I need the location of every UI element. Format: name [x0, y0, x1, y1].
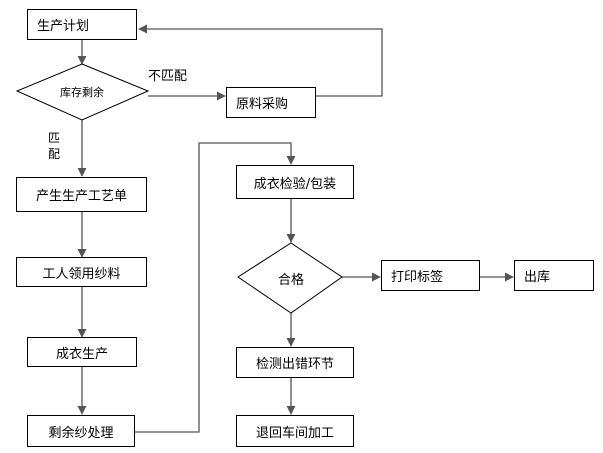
- node-production-plan: 生产计划: [27, 9, 137, 40]
- edge-label-match-bottom: 配: [48, 147, 61, 161]
- inventory-decision-diamond: [15, 63, 150, 121]
- arrow-leftover-to-inspection: [135, 142, 296, 433]
- node-leftover-yarn-handling: 剩余纱处理: [27, 415, 135, 447]
- edge-label-mismatch: 不匹配: [148, 69, 188, 84]
- node-worker-receive-yarn: 工人领用纱料: [16, 257, 147, 287]
- node-inventory-remaining-label: 库存剩余: [60, 86, 104, 99]
- node-ship-out: 出库: [514, 260, 594, 291]
- node-detect-error-step: 检测出错环节: [236, 347, 354, 378]
- qualified-decision-diamond: [237, 242, 343, 314]
- node-qualified-label: 合格: [277, 273, 304, 288]
- node-garment-inspection-packing: 成衣检验/包装: [236, 165, 354, 199]
- arrow-purchase-to-plan: [138, 24, 383, 97]
- node-garment-production: 成衣生产: [27, 337, 137, 367]
- node-generate-process-sheet: 产生生产工艺单: [16, 177, 147, 212]
- node-return-workshop-rework: 退回车间加工: [236, 415, 354, 447]
- node-raw-material-purchase: 原料采购: [226, 87, 316, 118]
- edge-label-match-top: 匹: [48, 131, 61, 145]
- node-print-label: 打印标签: [381, 260, 480, 291]
